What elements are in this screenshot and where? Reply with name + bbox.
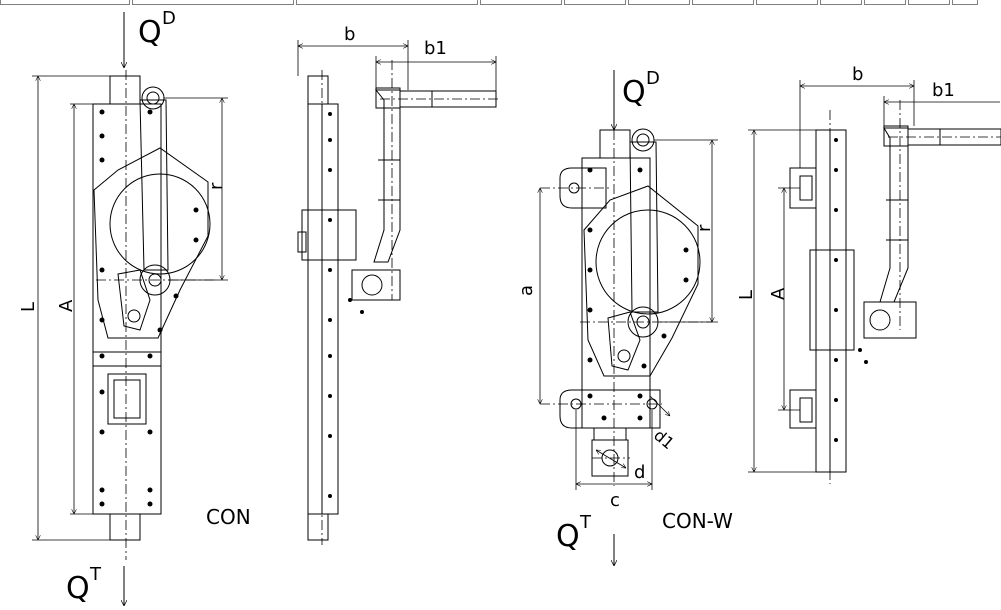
con-side-view [297,75,497,541]
con-dimensions [32,75,228,541]
conw-force-bottom-sup: T [579,512,592,533]
gear-housing [93,147,209,339]
con-side-bolts [328,112,364,498]
toolbar-cell [692,0,754,5]
conw-labels: Q D Q T a r c d d1 CON-W [516,68,733,554]
conw-side-bolts [834,138,868,442]
rack-side-bar-w [815,129,847,473]
toolbar-cell [296,0,478,5]
con-dim-b1: b1 [424,38,447,59]
crank-side-arm [373,89,401,263]
con-force-bottom-sup: T [89,564,102,585]
toolbar-cell [564,0,626,5]
conw-dim-b: b [852,64,863,85]
con-side-labels: b b1 [344,24,447,59]
conw-dim-a: a [516,285,537,296]
conw-dim-r: r [694,224,715,232]
con-force-top-label: Q [138,15,162,50]
conw-model-label: CON-W [662,509,733,533]
con-labels: Q D Q T L A r CON [18,8,251,606]
conw-side-labels: b b1 L A [736,64,955,300]
conw-dim-L: L [736,290,757,300]
conw-dim-b1: b1 [932,80,955,101]
toolbar-cell [480,0,562,5]
conw-bolts [587,167,689,421]
con-side-dimensions [297,40,497,92]
con-model-label: CON [206,505,251,529]
conw-force-top-sup: D [646,68,660,89]
gear-housing-w [583,185,699,377]
con-dim-r: r [206,182,227,190]
conw-dim-A: A [768,287,789,300]
conw-dim-c: c [610,490,620,511]
con-bolts [99,109,199,507]
toolbar-cell [908,0,950,5]
conw-dim-d: d [634,462,645,483]
toolbar-cell [864,0,906,5]
crank-lever [139,99,169,271]
crank-lever-w [629,141,659,313]
con-force-top-sup: D [162,8,176,29]
conw-dimensions [540,139,718,490]
conw-front-view [559,70,701,566]
con-centerline [96,70,214,560]
conw-dim-d1: d1 [650,425,678,453]
con-force-bottom-label: Q [66,571,90,606]
toolbar-cell [628,0,690,5]
rack-side-bar [307,103,339,515]
toolbar-cell [820,0,862,5]
con-side-centerline [321,60,500,545]
conw-side-view [789,125,1001,473]
rack-bar-w [581,157,651,429]
crank-side-arm-w [879,127,909,303]
con-dim-L: L [18,302,39,312]
conw-side-dimensions [748,80,1000,473]
con-dim-A: A [56,299,77,312]
conw-side-centerline [829,100,1001,484]
con-dim-b: b [344,24,355,45]
conw-force-top-label: Q [622,75,646,110]
toolbar-cell [0,0,130,5]
top-toolbar-strip [0,0,1001,6]
toolbar-cell [132,0,294,5]
con-front-view [92,12,211,606]
conw-force-bottom-label: Q [556,519,580,554]
toolbar-cell [756,0,818,5]
toolbar-cell [952,0,978,5]
